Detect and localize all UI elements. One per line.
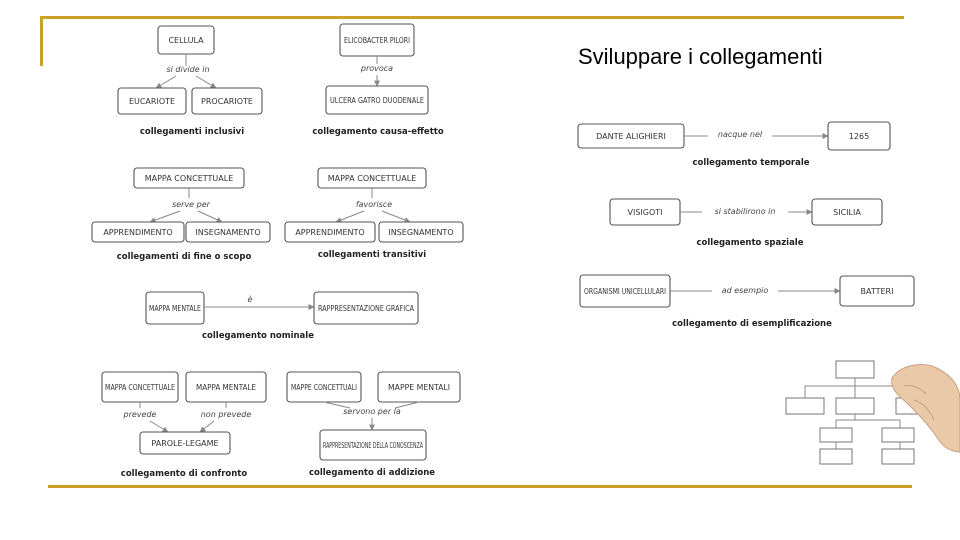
node-apprendimento xyxy=(91,221,185,243)
caption: collegamento nominale xyxy=(202,331,314,341)
diagram-esemplificazione: ORGANISMI UNICELLULARI ad esempio BATTER… xyxy=(579,274,915,329)
node-dante-text: DANTE ALIGHIERI xyxy=(596,132,666,141)
diagram-fine-scopo: MAPPA CONCETTUALE serve per APPRENDIMENT… xyxy=(91,167,271,262)
diagram-temporale: DANTE ALIGHIERI nacque nel 1265 collegam… xyxy=(577,121,891,168)
node-mappa-mentale-text: MAPPA MENTALE xyxy=(196,383,256,392)
link-label: nacque nel xyxy=(718,130,763,139)
node-eucariote-text: EUCARIOTE xyxy=(129,97,175,106)
link-label: ad esempio xyxy=(722,286,769,295)
node-insegnamento xyxy=(185,221,271,243)
node-rappresentazione xyxy=(313,291,419,325)
node-mappa-concettuale-text: MAPPA CONCETTUALE xyxy=(105,383,175,392)
link-label: si stabilirono in xyxy=(715,207,776,216)
diagram-nominale: MAPPA MENTALE è RAPPRESENTAZIONE GRAFICA… xyxy=(145,291,419,341)
bottom-rule xyxy=(48,485,912,488)
caption: collegamento temporale xyxy=(692,158,809,168)
node-anno-text: 1265 xyxy=(849,132,869,141)
caption: collegamento di addizione xyxy=(309,468,435,478)
link-label: è xyxy=(248,294,253,304)
node-rappresentazione xyxy=(319,429,427,461)
node-procariote xyxy=(191,87,263,115)
node-visigoti-text: VISIGOTI xyxy=(627,208,662,217)
caption: collegamenti transitivi xyxy=(318,250,426,260)
caption: collegamento spaziale xyxy=(697,238,804,248)
caption: collegamenti di fine o scopo xyxy=(117,252,252,262)
node-mappa-mentale-text: MAPPA MENTALE xyxy=(149,304,201,313)
node-ulcera xyxy=(325,85,429,115)
node-mappe-concettuali-text: MAPPE CONCETTUALI xyxy=(291,383,357,392)
caption: collegamento di confronto xyxy=(121,469,248,479)
left-rule xyxy=(40,16,43,66)
node-sicilia xyxy=(811,198,883,226)
node-ulcera-text: ULCERA GATRO DUODENALE xyxy=(330,96,424,105)
link-label-right: non prevede xyxy=(201,410,252,419)
node-mappa-text: MAPPA CONCETTUALE xyxy=(145,174,234,183)
node-insegnamento-text: INSEGNAMENTO xyxy=(195,228,260,237)
caption: collegamento causa-effetto xyxy=(312,127,444,137)
node-apprendimento-text: APPRENDIMENTO xyxy=(295,228,364,237)
node-cellula-text: CELLULA xyxy=(168,36,204,45)
node-mappe-mentali-text: MAPPE MENTALI xyxy=(388,383,450,392)
node-batteri xyxy=(839,275,915,307)
node-apprendimento-text: APPRENDIMENTO xyxy=(103,228,172,237)
node-mappa-text: MAPPA CONCETTUALE xyxy=(328,174,417,183)
link-label: serve per xyxy=(172,200,211,209)
page-title: Sviluppare i collegamenti xyxy=(578,44,823,69)
node-elicobacter-text: ELICOBACTER PILORI xyxy=(344,36,410,45)
node-batteri-text: BATTERI xyxy=(861,287,894,296)
hand-drawing-illustration xyxy=(785,360,960,465)
diagram-causa-effetto: ELICOBACTER PILORI provoca ULCERA GATRO … xyxy=(312,23,444,137)
node-insegnamento xyxy=(378,221,464,243)
diagram-confronto: MAPPA CONCETTUALE MAPPA MENTALE prevede … xyxy=(101,371,267,479)
diagram-addizione: MAPPE CONCETTUALI MAPPE MENTALI servono … xyxy=(286,371,461,478)
node-organismi-text: ORGANISMI UNICELLULARI xyxy=(584,287,666,296)
node-mappa-mentale xyxy=(145,291,205,325)
link-label: provoca xyxy=(360,64,393,73)
link-label: favorisce xyxy=(356,200,392,209)
link-label: si divide in xyxy=(166,65,209,74)
diagram-transitivi: MAPPA CONCETTUALE favorisce APPRENDIMENT… xyxy=(284,167,464,260)
node-parole-legame xyxy=(139,431,231,455)
node-rappresentazione-text: RAPPRESENTAZIONE GRAFICA xyxy=(318,304,414,313)
caption: collegamenti inclusivi xyxy=(140,127,244,137)
node-eucariote xyxy=(117,87,187,115)
top-rule xyxy=(40,16,904,19)
node-parole-legame-text: PAROLE-LEGAME xyxy=(151,439,218,448)
node-sicilia-text: SICILIA xyxy=(833,208,861,217)
link-label-left: prevede xyxy=(123,410,157,419)
diagram-spaziale: VISIGOTI si stabilirono in SICILIA colle… xyxy=(609,198,883,248)
node-procariote-text: PROCARIOTE xyxy=(201,97,253,106)
node-anno xyxy=(827,121,891,151)
node-apprendimento xyxy=(284,221,376,243)
diagram-inclusivi: CELLULA si divide in EUCARIOTE PROCARIOT… xyxy=(117,25,263,137)
node-rappresentazione-text: RAPPRESENTAZIONE DELLA CONOSCENZA xyxy=(323,441,423,450)
link-label: servono per la xyxy=(343,407,401,416)
node-insegnamento-text: INSEGNAMENTO xyxy=(388,228,453,237)
caption: collegamento di esemplificazione xyxy=(672,319,832,329)
